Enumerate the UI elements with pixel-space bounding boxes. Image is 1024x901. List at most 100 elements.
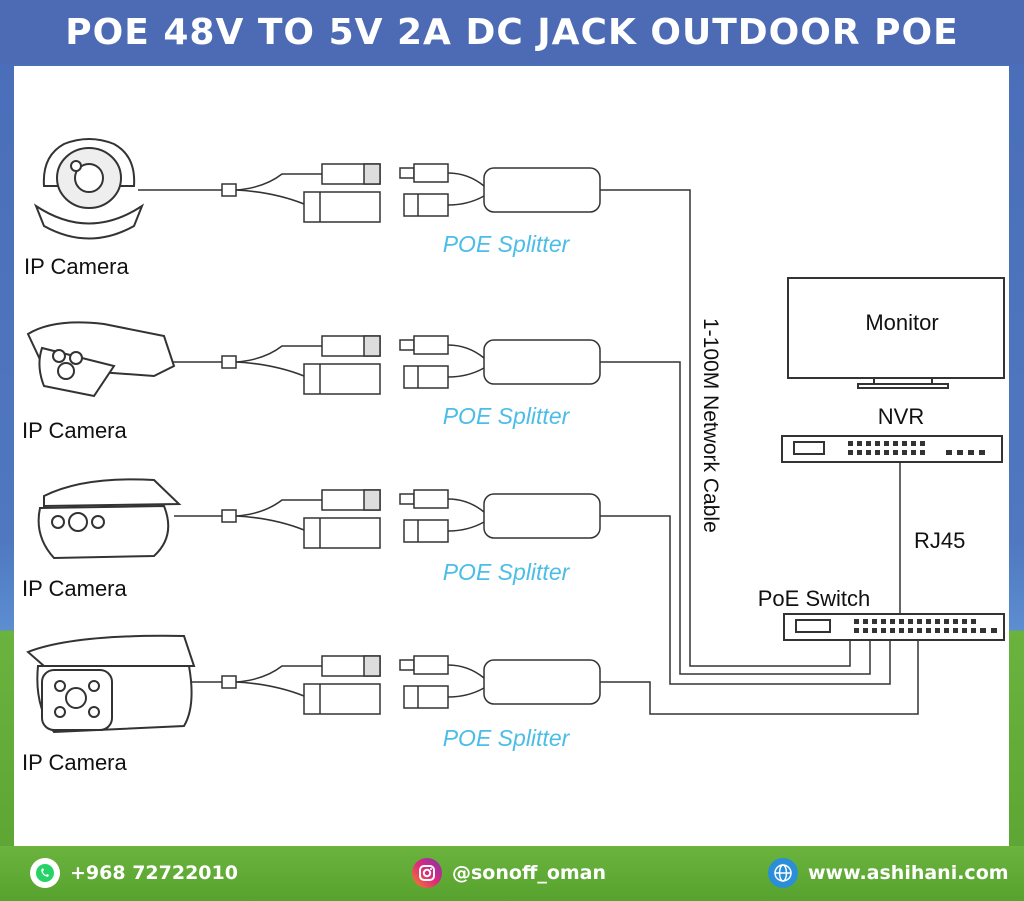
- dc-male-plug: [399, 339, 415, 351]
- rj45-female-connector: [303, 363, 381, 395]
- nvr-port: [902, 441, 907, 446]
- nvr-port: [875, 441, 880, 446]
- rj45-female-connector: [303, 191, 381, 223]
- nvr-port: [866, 450, 871, 455]
- switch-port: [899, 628, 904, 633]
- cable-junction: [221, 183, 237, 197]
- network-cable-label: 1-100M Network Cable: [699, 318, 722, 533]
- footer-bar: +968 72722010 @sonoff_oman www.ashihani.…: [0, 846, 1024, 901]
- ip-camera-label: IP Camera: [24, 254, 130, 279]
- switch-port: [917, 628, 922, 633]
- rj45-label: RJ45: [914, 528, 965, 553]
- nvr-port: [957, 450, 963, 455]
- switch-port: [917, 619, 922, 624]
- nvr-port: [902, 450, 907, 455]
- ip-camera-label: IP Camera: [22, 418, 128, 443]
- bullet-camera-icon: [26, 634, 196, 734]
- camera-row-3: IP Camera POE Splitter: [22, 489, 601, 601]
- phone-number: +968 72722010: [70, 862, 238, 884]
- bullet-camera-icon: [37, 478, 182, 560]
- phone-contact[interactable]: +968 72722010: [30, 858, 238, 888]
- network-cable-1: [600, 189, 851, 667]
- poe-switch-label: PoE Switch: [758, 586, 871, 611]
- dc-male-plug: [399, 659, 415, 671]
- nvr-port: [884, 450, 889, 455]
- instagram-contact[interactable]: @sonoff_oman: [412, 858, 606, 888]
- nvr-port: [920, 441, 925, 446]
- nvr-port: [920, 450, 925, 455]
- poe-splitter-box: [483, 339, 601, 385]
- nvr-port: [866, 441, 871, 446]
- nvr-device-icon: [781, 435, 1003, 463]
- switch-port: [991, 628, 997, 633]
- rj45-male-plug: [403, 365, 449, 389]
- switch-port: [854, 619, 859, 624]
- nvr-port: [946, 450, 952, 455]
- power-lead: [235, 173, 322, 191]
- rj45-female-connector: [303, 683, 381, 715]
- switch-port: [863, 619, 868, 624]
- switch-port: [944, 628, 949, 633]
- cable-junction: [221, 675, 237, 689]
- poe-switch-icon: [783, 613, 1005, 641]
- switch-port: [971, 619, 976, 624]
- dome-camera-icon: [33, 138, 145, 240]
- instagram-icon: [412, 858, 442, 888]
- poe-splitter-box: [483, 659, 601, 705]
- poe-splitter-label: POE Splitter: [443, 725, 571, 751]
- nvr-port: [979, 450, 985, 455]
- switch-port: [908, 628, 913, 633]
- switch-port: [962, 619, 967, 624]
- switch-port: [881, 619, 886, 624]
- network-cable-4: [600, 634, 919, 715]
- switch-port: [854, 628, 859, 633]
- switch-port: [953, 628, 958, 633]
- nvr-port: [875, 450, 880, 455]
- nvr-port: [893, 441, 898, 446]
- whatsapp-icon: [30, 858, 60, 888]
- nvr-port: [857, 441, 862, 446]
- switch-port: [926, 628, 931, 633]
- switch-port: [908, 619, 913, 624]
- nvr-port: [911, 441, 916, 446]
- nvr-port: [857, 450, 862, 455]
- rj45-female-connector: [303, 517, 381, 549]
- network-cable-2: [600, 361, 871, 675]
- page-title: POE 48V TO 5V 2A DC JACK OUTDOOR POE: [65, 11, 959, 53]
- rj45-male-plug: [403, 685, 449, 709]
- ip-camera-label: IP Camera: [22, 576, 128, 601]
- switch-port: [944, 619, 949, 624]
- switch-port: [890, 628, 895, 633]
- switch-port: [899, 619, 904, 624]
- switch-port: [872, 628, 877, 633]
- switch-port: [890, 619, 895, 624]
- switch-port: [926, 619, 931, 624]
- poe-splitter-label: POE Splitter: [443, 231, 571, 257]
- monitor-label: Monitor: [865, 310, 938, 335]
- website-contact[interactable]: www.ashihani.com: [768, 858, 1009, 888]
- monitor-icon: [787, 277, 1005, 389]
- network-lead: [235, 681, 305, 697]
- network-lead: [235, 515, 305, 531]
- nvr-port: [968, 450, 974, 455]
- instagram-handle: @sonoff_oman: [452, 862, 607, 884]
- poe-splitter-label: POE Splitter: [443, 559, 571, 585]
- camera-row-1: IP Camera POE Splitter: [24, 163, 601, 279]
- globe-icon: [768, 858, 798, 888]
- switch-port: [863, 628, 868, 633]
- poe-splitter-box: [483, 493, 601, 539]
- network-lead: [235, 189, 305, 205]
- network-lead: [235, 361, 305, 377]
- power-lead: [235, 665, 322, 683]
- switch-port: [962, 628, 967, 633]
- header-banner: POE 48V TO 5V 2A DC JACK OUTDOOR POE: [0, 0, 1024, 64]
- poe-splitter-box: [483, 167, 601, 213]
- switch-port: [935, 619, 940, 624]
- switch-port: [971, 628, 976, 633]
- nvr-port: [884, 441, 889, 446]
- nvr-port: [848, 441, 853, 446]
- nvr-label: NVR: [878, 404, 924, 429]
